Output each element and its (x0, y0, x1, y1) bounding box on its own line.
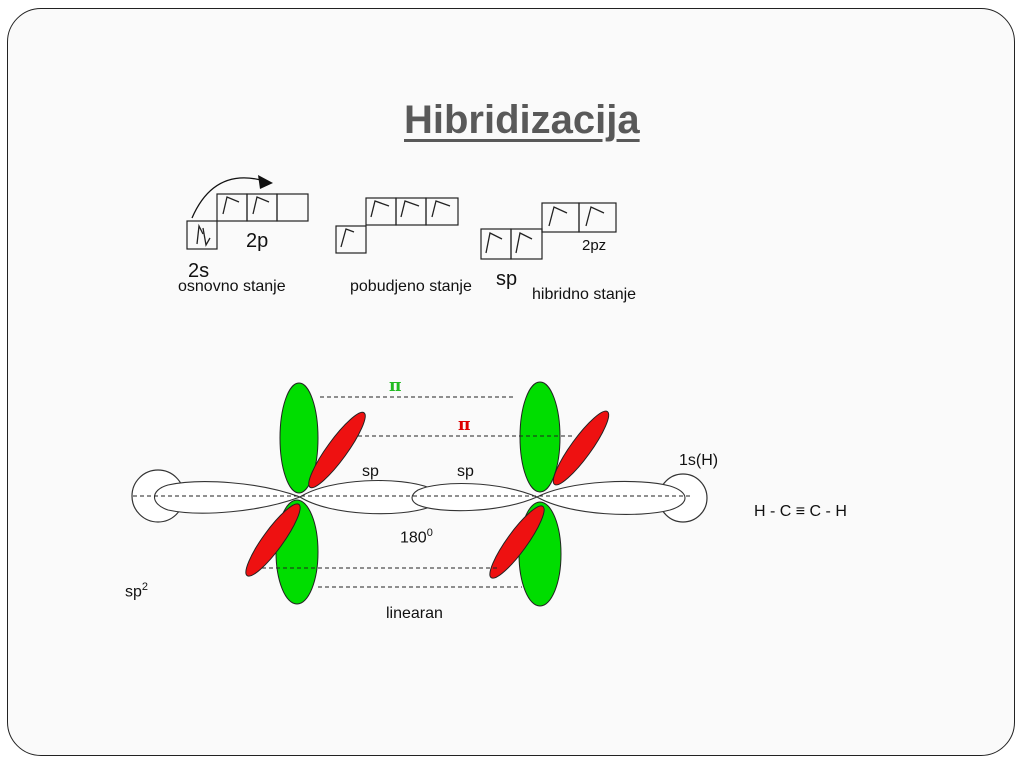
electron-down-icon (202, 227, 211, 247)
electron-up-icon (340, 228, 355, 248)
electron-arrows (196, 196, 605, 254)
pi-label-green: π (389, 376, 402, 396)
electron-up-icon (548, 206, 568, 227)
label-excited-state: pobudjeno stanje (350, 278, 472, 295)
box-2p1-excited (365, 197, 397, 226)
label-2pz: 2pz (582, 237, 607, 254)
label-hybrid-state: hibridno stanje (532, 286, 637, 303)
label-2s: 2s (188, 260, 210, 282)
red-pi-lobes (245, 410, 610, 579)
label-sp-left: sp (362, 463, 379, 480)
label-2p: 2p (246, 230, 269, 252)
promotion-arrow (191, 177, 269, 219)
slide-frame (7, 8, 1015, 756)
box-2p1-ground (216, 193, 248, 222)
box-2p3-ground (276, 193, 309, 222)
electron-up-icon (400, 200, 420, 218)
sp-lobe-left-h (153, 481, 302, 514)
label-ground-state: osnovno stanje (178, 278, 286, 295)
label-sp-hybrid: sp (496, 268, 518, 290)
label-angle: 1800 (400, 527, 433, 547)
box-2p2-excited (395, 197, 427, 226)
electron-up-icon (485, 232, 503, 254)
label-hydrogen-orbital: 1s(H) (679, 452, 719, 469)
electron-up-icon (196, 223, 204, 245)
electron-up-icon (252, 196, 270, 215)
sp-lobe-right-c (411, 482, 539, 512)
sp-lobes (153, 479, 686, 515)
label-sp-right: sp (457, 463, 474, 480)
electron-up-icon (370, 200, 390, 218)
pi-label-red: π (458, 415, 471, 435)
box-sp1-hybrid (480, 228, 512, 260)
box-2p3-excited (425, 197, 459, 226)
box-sp2-hybrid (510, 228, 543, 260)
box-2p2-ground (246, 193, 278, 222)
molecule-formula: H - C ≡ C - H (754, 503, 847, 520)
config-boxes (186, 193, 617, 260)
label-sp2: sp2 (125, 581, 149, 601)
label-linear: linearan (386, 605, 443, 622)
bond-dashed-lines (133, 396, 690, 588)
electron-up-icon (431, 200, 451, 218)
electron-up-icon (515, 232, 533, 254)
page-title: Hibridizacija (404, 98, 640, 142)
box-2s-excited (335, 225, 367, 254)
box-2pz2-hybrid (578, 202, 617, 233)
electron-up-icon (222, 196, 240, 215)
box-2s-ground (186, 220, 218, 250)
sp-lobe-right-h (535, 480, 686, 515)
arrowhead-icon (258, 175, 273, 189)
green-pi-lobes (275, 381, 562, 607)
box-2pz1-hybrid (541, 202, 580, 233)
electron-up-icon (585, 206, 605, 227)
